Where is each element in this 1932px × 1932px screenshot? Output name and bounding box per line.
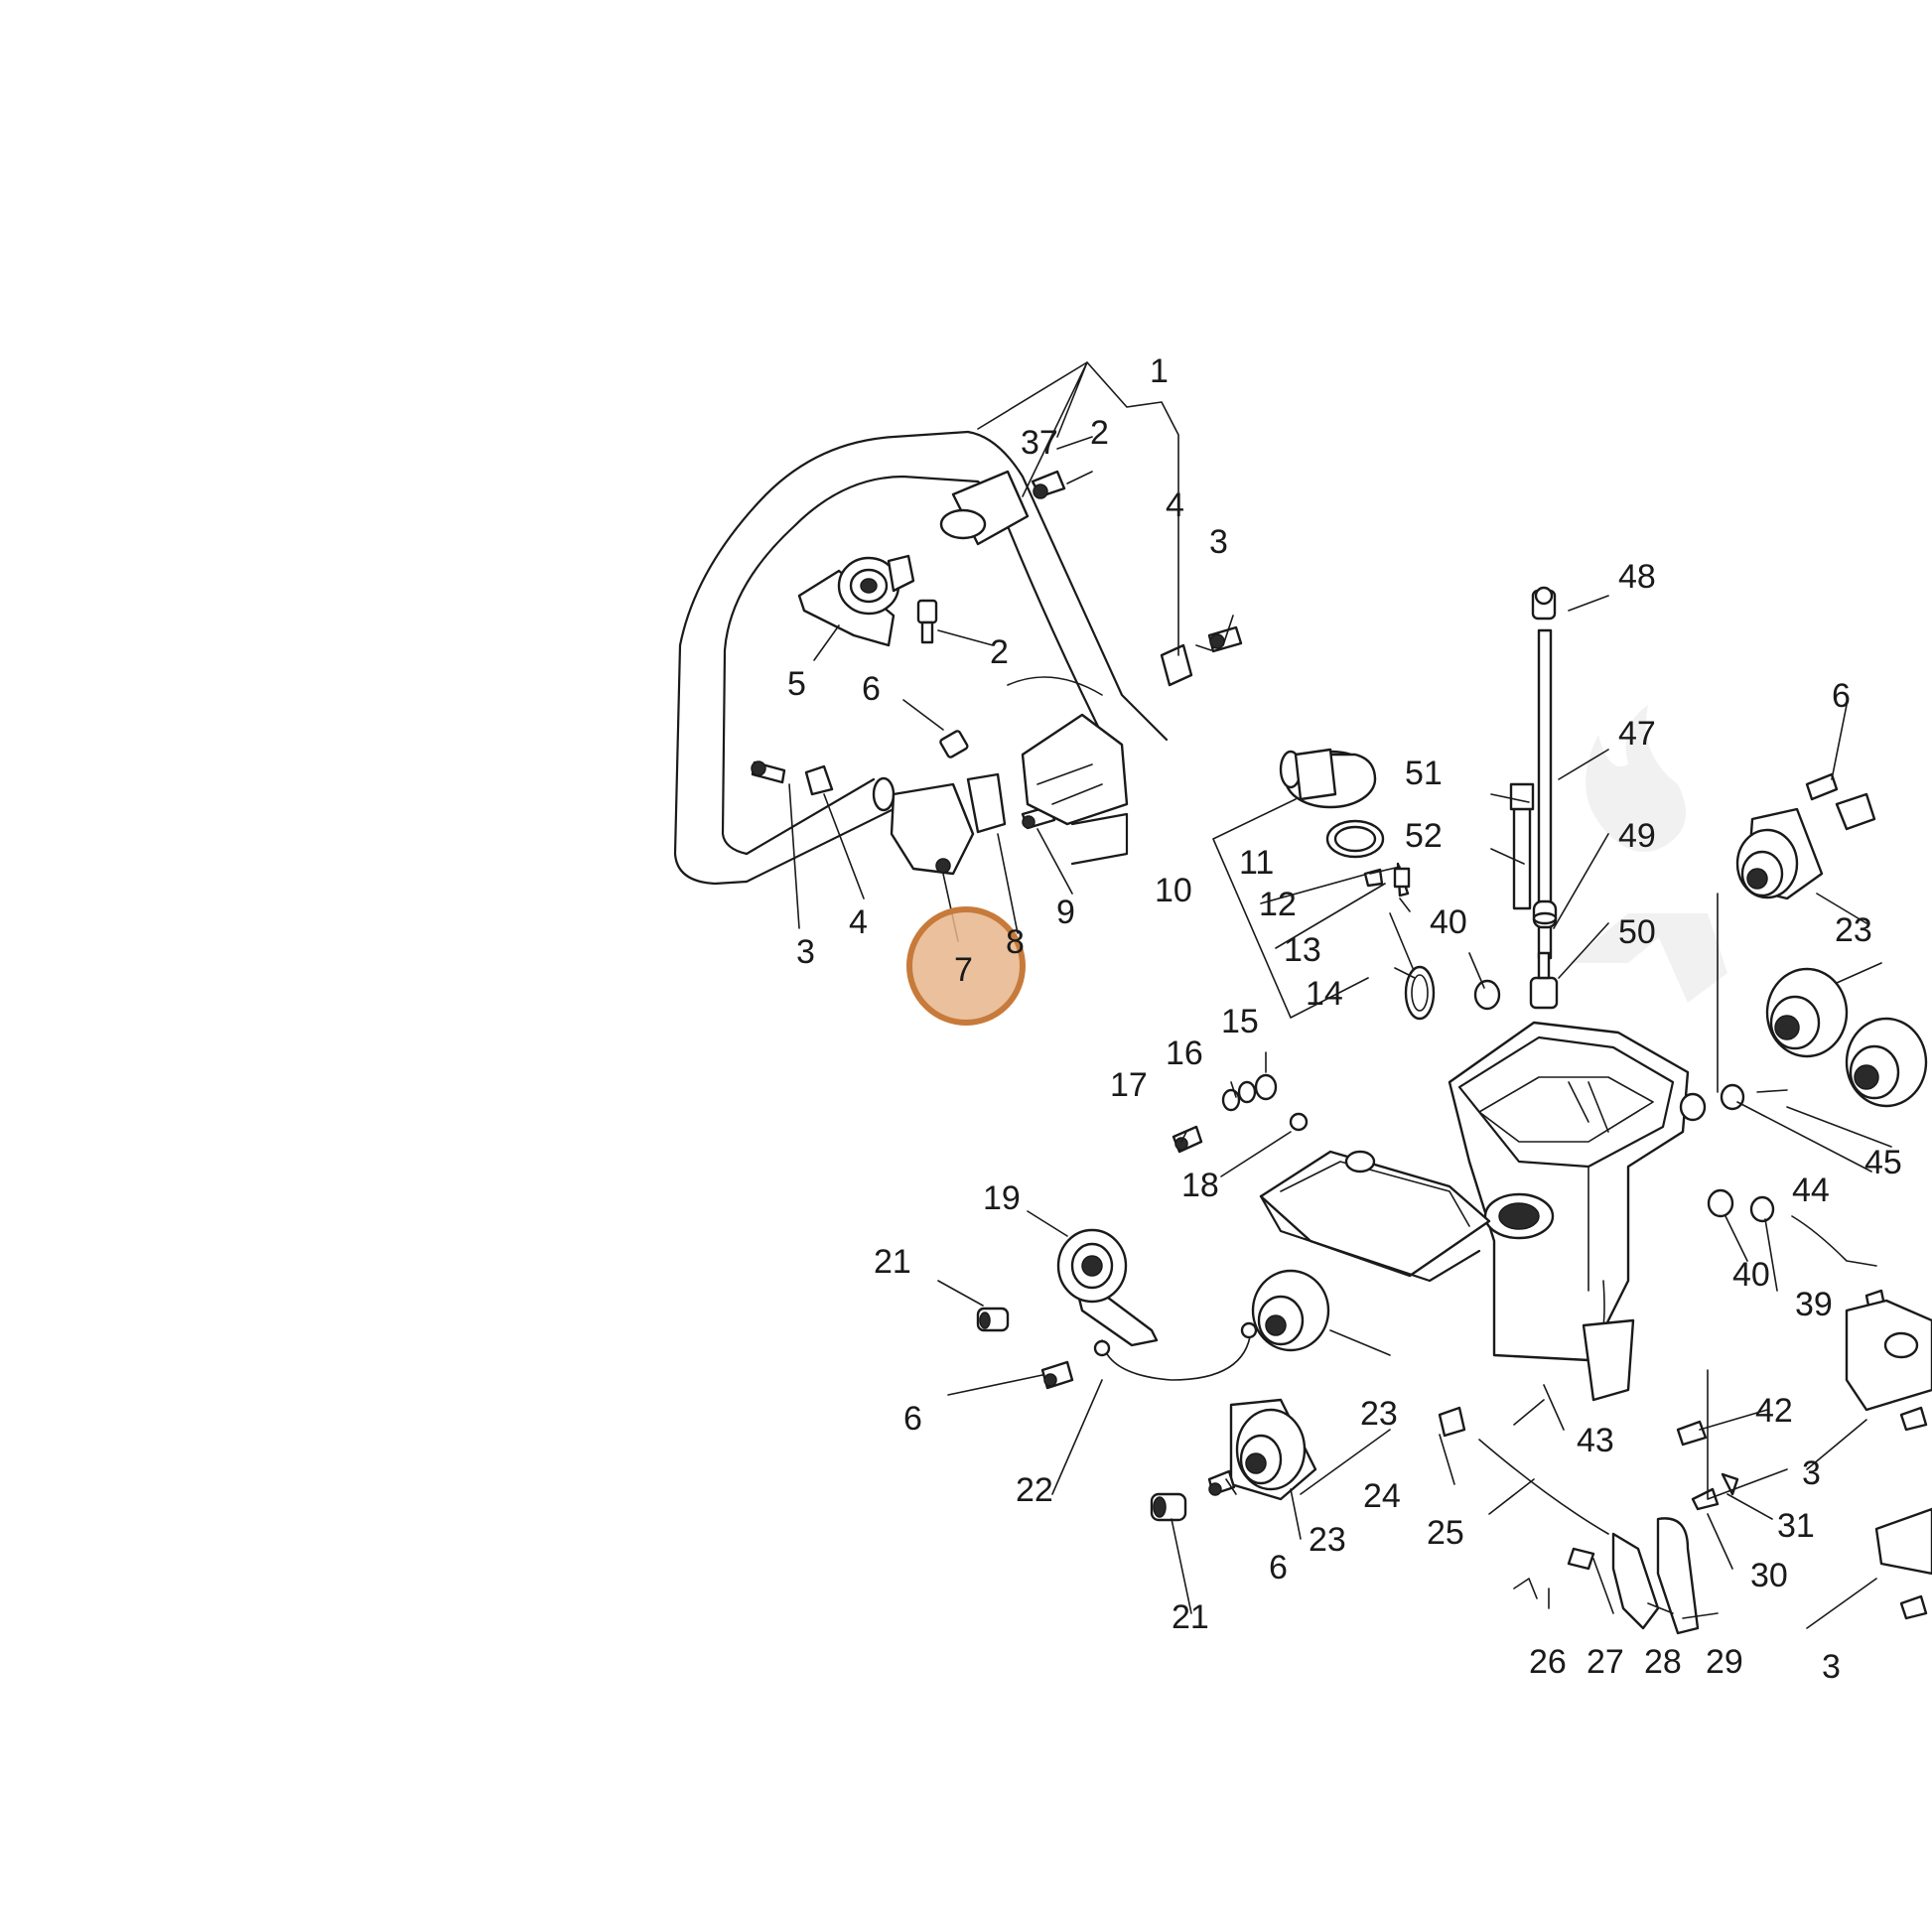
watermark-logo [1569,705,1727,1003]
label-51: 51 [1405,755,1443,792]
mount-23-center [1251,1269,1330,1352]
highlight-circle[interactable] [906,906,1026,1026]
vibration-mount-5 [797,554,915,647]
bolt-2-top [1031,470,1066,499]
label-3-bottom: 3 [1822,1648,1841,1686]
rod-47 [1509,586,1559,1010]
screw-17 [1172,1073,1309,1154]
label-18: 18 [1181,1167,1219,1204]
label-43: 43 [1577,1422,1614,1459]
label-7: 7 [954,951,973,989]
fuel-cap-10 [1279,748,1385,859]
label-4-top: 4 [1166,486,1184,524]
trigger-parts [1438,1406,1739,1635]
label-40-right: 40 [1732,1256,1770,1294]
wire-22 [1093,1321,1258,1381]
label-3-right: 3 [1802,1454,1821,1492]
label-17: 17 [1110,1066,1148,1104]
mount-19 [1056,1228,1159,1347]
label-24: 24 [1363,1477,1401,1515]
mount-23-lower [1229,1398,1317,1501]
label-11: 11 [1239,844,1274,882]
label-2-top: 2 [1090,414,1109,452]
label-14: 14 [1306,975,1343,1013]
label-3-top: 3 [1209,523,1228,561]
label-40-top: 40 [1430,903,1467,941]
cover-plate-18 [1259,1150,1491,1283]
label-25: 25 [1427,1514,1464,1552]
label-2-mid: 2 [990,633,1009,671]
label-6-right: 6 [1832,677,1851,715]
label-8: 8 [1006,923,1025,961]
bolt-2-mid [916,599,938,644]
label-52: 52 [1405,817,1443,855]
label-3-left: 3 [796,933,815,971]
label-9: 9 [1056,894,1075,931]
label-21-top: 21 [874,1243,911,1281]
label-29: 29 [1706,1643,1743,1681]
label-6-left: 6 [862,670,881,708]
label-39: 39 [1795,1286,1833,1323]
right-edge-parts [1805,772,1932,1620]
label-1: 1 [1150,352,1169,390]
label-27: 27 [1587,1643,1624,1681]
label-10: 10 [1155,872,1192,909]
label-15: 15 [1221,1003,1259,1040]
label-23-upper: 23 [1835,911,1872,949]
brake-bracket [890,676,1129,876]
label-21-bottom: 21 [1172,1598,1209,1636]
label-37: 37 [1021,424,1058,462]
spacer-21-a [976,1307,1010,1332]
label-19: 19 [983,1179,1021,1217]
spacer-21-b [1150,1492,1187,1522]
bracket-lines-right [1707,893,1788,1500]
label-30: 30 [1750,1557,1788,1594]
label-23-lower: 23 [1309,1521,1346,1559]
label-13: 13 [1284,931,1321,969]
label-42: 42 [1755,1392,1793,1430]
nuts-40-44-45 [1473,979,1886,1312]
label-31: 31 [1777,1507,1815,1545]
label-6-bottom: 6 [903,1400,922,1438]
label-44: 44 [1792,1172,1830,1209]
bolt-6-lower-left [1040,1360,1074,1390]
label-22: 22 [1016,1471,1053,1509]
label-45: 45 [1864,1144,1902,1181]
label-5: 5 [787,665,806,703]
main-housing-43 [1448,1021,1690,1402]
label-48: 48 [1618,558,1656,596]
label-47: 47 [1618,715,1656,753]
label-23-center: 23 [1360,1395,1398,1433]
label-26: 26 [1529,1643,1567,1681]
label-50: 50 [1618,913,1656,951]
label-16: 16 [1166,1035,1203,1072]
bracket-lines-10 [1212,798,1386,1019]
label-12: 12 [1259,886,1297,923]
fuel-filter-14 [1389,912,1436,1021]
bolt-6-lower-mid [1207,1469,1236,1496]
leader-lines [788,361,1892,1629]
mount-23-upper [1735,807,1824,900]
handle-bar [673,430,1169,886]
clip-4-right [1160,625,1243,687]
label-49: 49 [1618,817,1656,855]
label-4-left: 4 [849,903,868,941]
part-labels: 1 37 2 4 3 48 2 5 6 47 6 51 10 11 52 49 … [787,352,1902,1686]
label-28: 28 [1644,1643,1682,1681]
label-6-low: 6 [1269,1549,1288,1587]
mount-23-right [1765,967,1928,1108]
